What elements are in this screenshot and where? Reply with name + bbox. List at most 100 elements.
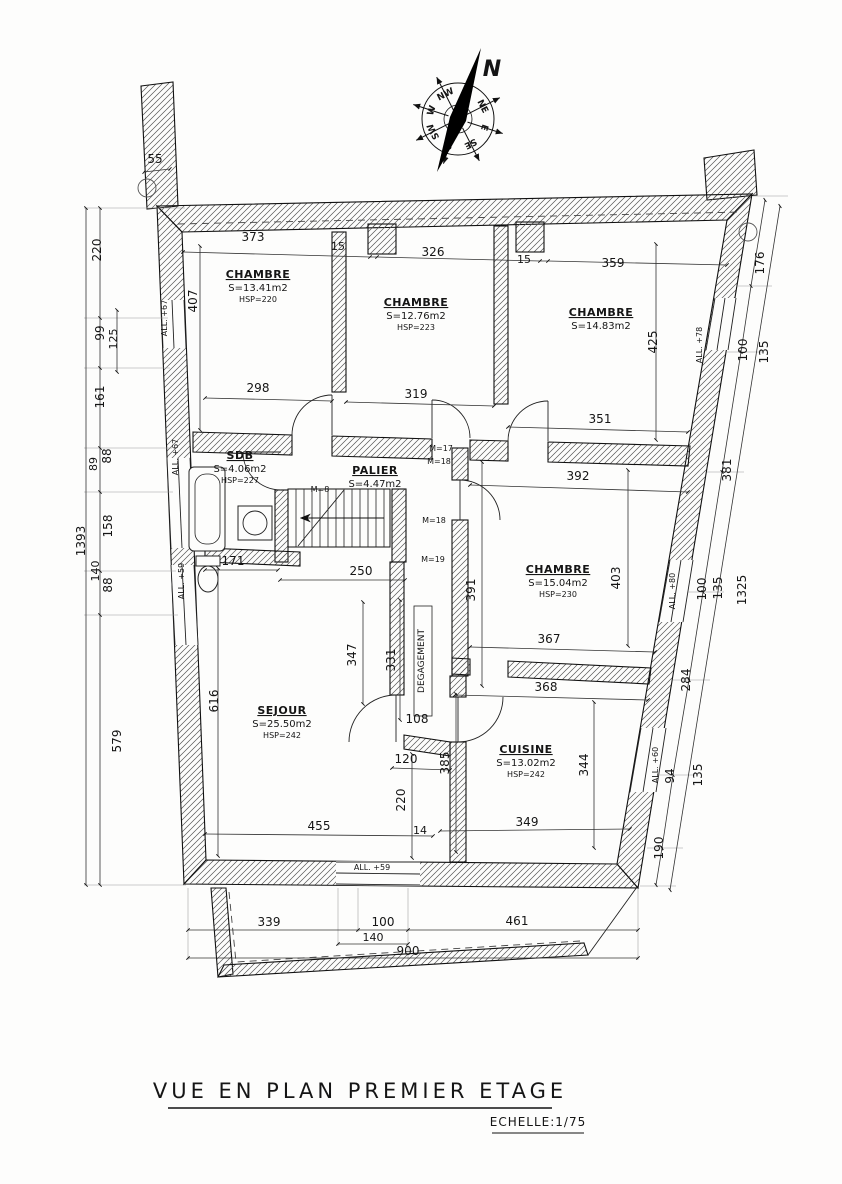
dimension-chains (84, 166, 782, 960)
dim-label: 140 (363, 931, 384, 944)
compass-point-label: W (426, 104, 439, 117)
dim-label: 373 (242, 230, 265, 244)
compass-spoke (467, 121, 503, 135)
room-name: SDB (227, 449, 254, 462)
compass-point-label: NE (474, 98, 489, 115)
dim-label: 344 (577, 754, 591, 777)
dim-label: M=19 (421, 555, 445, 564)
room-name: SEJOUR (257, 704, 306, 717)
dim-label: 326 (422, 245, 445, 259)
room-hsp: HSP=220 (239, 295, 277, 304)
dim-label: 351 (589, 412, 612, 426)
room-area: S=4.06m2 (213, 464, 266, 475)
dim-label: ALL. +67 (171, 439, 180, 475)
dim-label: 120 (395, 752, 418, 766)
dim-label: 349 (516, 815, 539, 829)
dim-label: M=18 (422, 516, 446, 525)
dim-label: 100 (736, 339, 750, 362)
north-needle (437, 48, 481, 172)
room-area: S=4.47m2 (348, 479, 401, 490)
room-hsp: HSP=242 (507, 770, 545, 779)
dim-label: 125 (107, 329, 120, 350)
dim-label: 367 (538, 632, 561, 646)
room-hsp: HSP=223 (397, 323, 435, 332)
compass-spoke (436, 76, 454, 111)
dim-label: 900 (397, 944, 420, 958)
dim-label: 88 (100, 448, 114, 463)
dim-label: M=8 (311, 485, 330, 494)
room-hsp: HSP=230 (539, 590, 577, 599)
dim-label: 407 (186, 290, 200, 313)
room-area: S=13.02m2 (496, 758, 555, 769)
wall-stub-top-left (140, 81, 179, 210)
room-name: CHAMBRE (569, 306, 634, 319)
marker-circle-left (137, 178, 157, 198)
dim-label: M=17 (429, 444, 453, 453)
dim-label: 158 (101, 515, 115, 538)
dim-label: 392 (567, 469, 590, 483)
wall-stub-top-right (703, 149, 758, 201)
dim-label: DEGAGEMENT (417, 629, 427, 693)
dim-label: 89 (87, 457, 100, 471)
dim-label: ALL. +60 (651, 747, 660, 783)
dim-label: 339 (258, 915, 281, 929)
degagement-box (413, 605, 433, 717)
room-area: S=13.41m2 (228, 283, 287, 294)
dim-label: 616 (207, 690, 221, 713)
dim-label: 455 (308, 819, 331, 833)
wall-pilaster-2 (515, 221, 545, 253)
dim-label: 284 (679, 669, 693, 692)
room-area: S=12.76m2 (386, 311, 445, 322)
dim-label: 368 (535, 680, 558, 694)
dim-label: ALL. +59 (177, 563, 186, 599)
dim-label: 319 (405, 387, 428, 401)
dim-label: ALL. +80 (668, 573, 677, 609)
compass-point-label: SE (462, 136, 478, 151)
dim-overall-right (668, 203, 782, 893)
dim-label: 94 (663, 768, 677, 783)
dim-label: 135 (691, 764, 705, 787)
dim-label: 14 (413, 824, 427, 837)
bathtub (188, 466, 226, 552)
drawing-title: VUE EN PLAN PREMIER ETAGE (153, 1079, 567, 1103)
dim-label: 331 (384, 649, 398, 672)
compass-spoke (413, 103, 449, 117)
room-area: S=15.04m2 (528, 578, 587, 589)
compass-point-label: E (478, 123, 489, 132)
room-hsp: HSP=227 (221, 476, 259, 485)
dim-label: 359 (602, 256, 625, 270)
dim-label: 385 (438, 752, 452, 775)
dim-label: 99 (93, 325, 107, 340)
dim-label: 100 (372, 915, 395, 929)
dim-label: 135 (711, 577, 725, 600)
compass-point-label: SW (426, 122, 442, 141)
dim-label: 108 (406, 712, 429, 726)
stairs (287, 488, 391, 548)
dim-label: 1325 (735, 575, 749, 606)
dim-label: 250 (350, 564, 373, 578)
interior-walls (192, 225, 691, 863)
dim-label: 347 (345, 644, 359, 667)
dim-label: 15 (517, 253, 531, 266)
compass-rose: NNEESESSWWNW N (413, 48, 503, 172)
toilet-tank (195, 555, 221, 567)
dim-label: 1393 (74, 526, 88, 557)
dim-label: 161 (93, 386, 107, 409)
dim-label: 55 (147, 152, 162, 166)
dim-label: ALL. +67 (160, 300, 169, 336)
dim-label: M=18 (427, 457, 451, 466)
dim-label: 298 (247, 381, 270, 395)
dim-label: 135 (757, 341, 771, 364)
wall-top (155, 193, 754, 233)
dashed-lines (177, 211, 743, 963)
drawing-scale: ECHELLE:1/75 (490, 1115, 587, 1129)
wall-pilaster-1 (367, 223, 397, 255)
dim-label: 220 (90, 239, 104, 262)
dim-label: 425 (646, 331, 660, 354)
dim-label: 403 (609, 567, 623, 590)
room-area: S=14.83m2 (571, 321, 630, 332)
dim-label: 15 (331, 240, 345, 253)
dim-label: 381 (720, 459, 734, 482)
